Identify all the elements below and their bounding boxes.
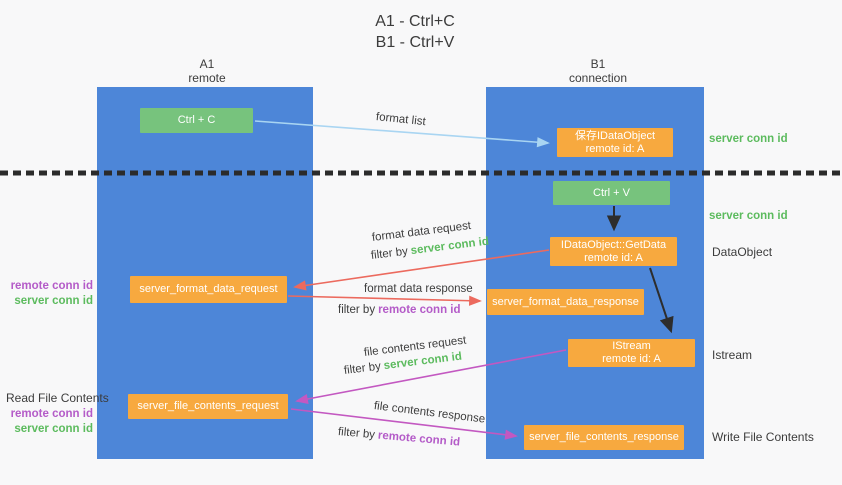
annotation-read-file-contents: Read File Contents — [6, 391, 109, 405]
lane-a1-subtitle: remote — [188, 71, 226, 85]
node-ctrl-c-label: Ctrl + C — [177, 114, 216, 126]
lane-b1-name: B1 — [590, 57, 606, 71]
lane-header-a1: A1 remote — [137, 57, 277, 85]
node-idataobject-getdata: IDataObject::GetData remote id: A — [550, 237, 677, 266]
annotation-server-conn-id-left-bottom: server conn id — [14, 423, 93, 435]
annotation-server-conn-id-left-top: server conn id — [14, 295, 93, 307]
node-idataobject-getdata-line2: remote id: A — [584, 251, 643, 264]
node-ctrl-v-label: Ctrl + V — [593, 186, 630, 199]
node-istream-line1: IStream — [612, 340, 651, 352]
edge-label-format-data-response: format data response — [364, 283, 473, 295]
filter-prefix: filter by — [338, 304, 376, 316]
filter-key-remote-conn-id: remote conn id — [378, 304, 461, 316]
title-line-1: A1 - Ctrl+C — [375, 13, 455, 30]
node-server-format-data-request: server_format_data_request — [130, 276, 287, 303]
lane-b1-subtitle: connection — [568, 71, 628, 85]
edge-label-file-contents-response: file contents response — [373, 400, 486, 426]
filter-key-server-conn-id: server conn id — [410, 235, 490, 258]
annotation-remote-conn-id-top: remote conn id — [10, 280, 93, 292]
filter-key-remote-conn-id: remote conn id — [377, 429, 461, 449]
node-save-idataobject: 保存IDataObject remote id: A — [557, 128, 673, 157]
filter-prefix: filter by — [343, 360, 382, 377]
filter-prefix: filter by — [370, 245, 409, 262]
node-server-file-contents-request: server_file_contents_request — [128, 394, 288, 419]
title-line-2: B1 - Ctrl+V — [375, 34, 455, 51]
annotation-conn-pair-bottom: remote conn id server conn id — [0, 407, 93, 437]
node-ctrl-c: Ctrl + C — [140, 108, 253, 133]
filter-prefix: filter by — [337, 426, 376, 442]
node-server-format-data-response: server_format_data_response — [487, 289, 644, 315]
annotation-conn-pair-top: remote conn id server conn id — [0, 279, 93, 309]
node-server-file-contents-request-label: server_file_contents_request — [137, 400, 279, 412]
annotation-remote-conn-id-bottom: remote conn id — [10, 408, 93, 420]
node-istream-line2: remote id: A — [602, 353, 661, 365]
edge-label-format-list: format list — [375, 111, 427, 129]
node-save-idataobject-line2: remote id: A — [585, 142, 645, 155]
annotation-server-conn-id-mid: server conn id — [709, 210, 788, 222]
node-server-format-data-response-label: server_format_data_response — [492, 295, 639, 308]
annotation-istream: Istream — [712, 348, 753, 362]
annotation-server-conn-id-top: server conn id — [709, 133, 788, 145]
lane-a1-name: A1 — [199, 57, 215, 71]
node-server-file-contents-response: server_file_contents_response — [524, 425, 684, 450]
node-idataobject-getdata-line1: IDataObject::GetData — [560, 238, 667, 251]
node-istream: IStream remote id: A — [568, 339, 695, 367]
node-server-format-data-request-label: server_format_data_request — [139, 283, 278, 295]
annotation-write-file-contents: Write File Contents — [712, 430, 814, 444]
lane-header-b1: B1 connection — [528, 57, 668, 85]
node-server-file-contents-response-label: server_file_contents_response — [529, 431, 679, 443]
annotation-dataobject: DataObject — [712, 245, 773, 259]
diagram-title: A1 - Ctrl+C B1 - Ctrl+V — [320, 11, 510, 53]
node-save-idataobject-line1: 保存IDataObject — [574, 129, 656, 142]
node-ctrl-v: Ctrl + V — [553, 181, 670, 205]
edge-format-data-response-arrow — [287, 295, 482, 306]
